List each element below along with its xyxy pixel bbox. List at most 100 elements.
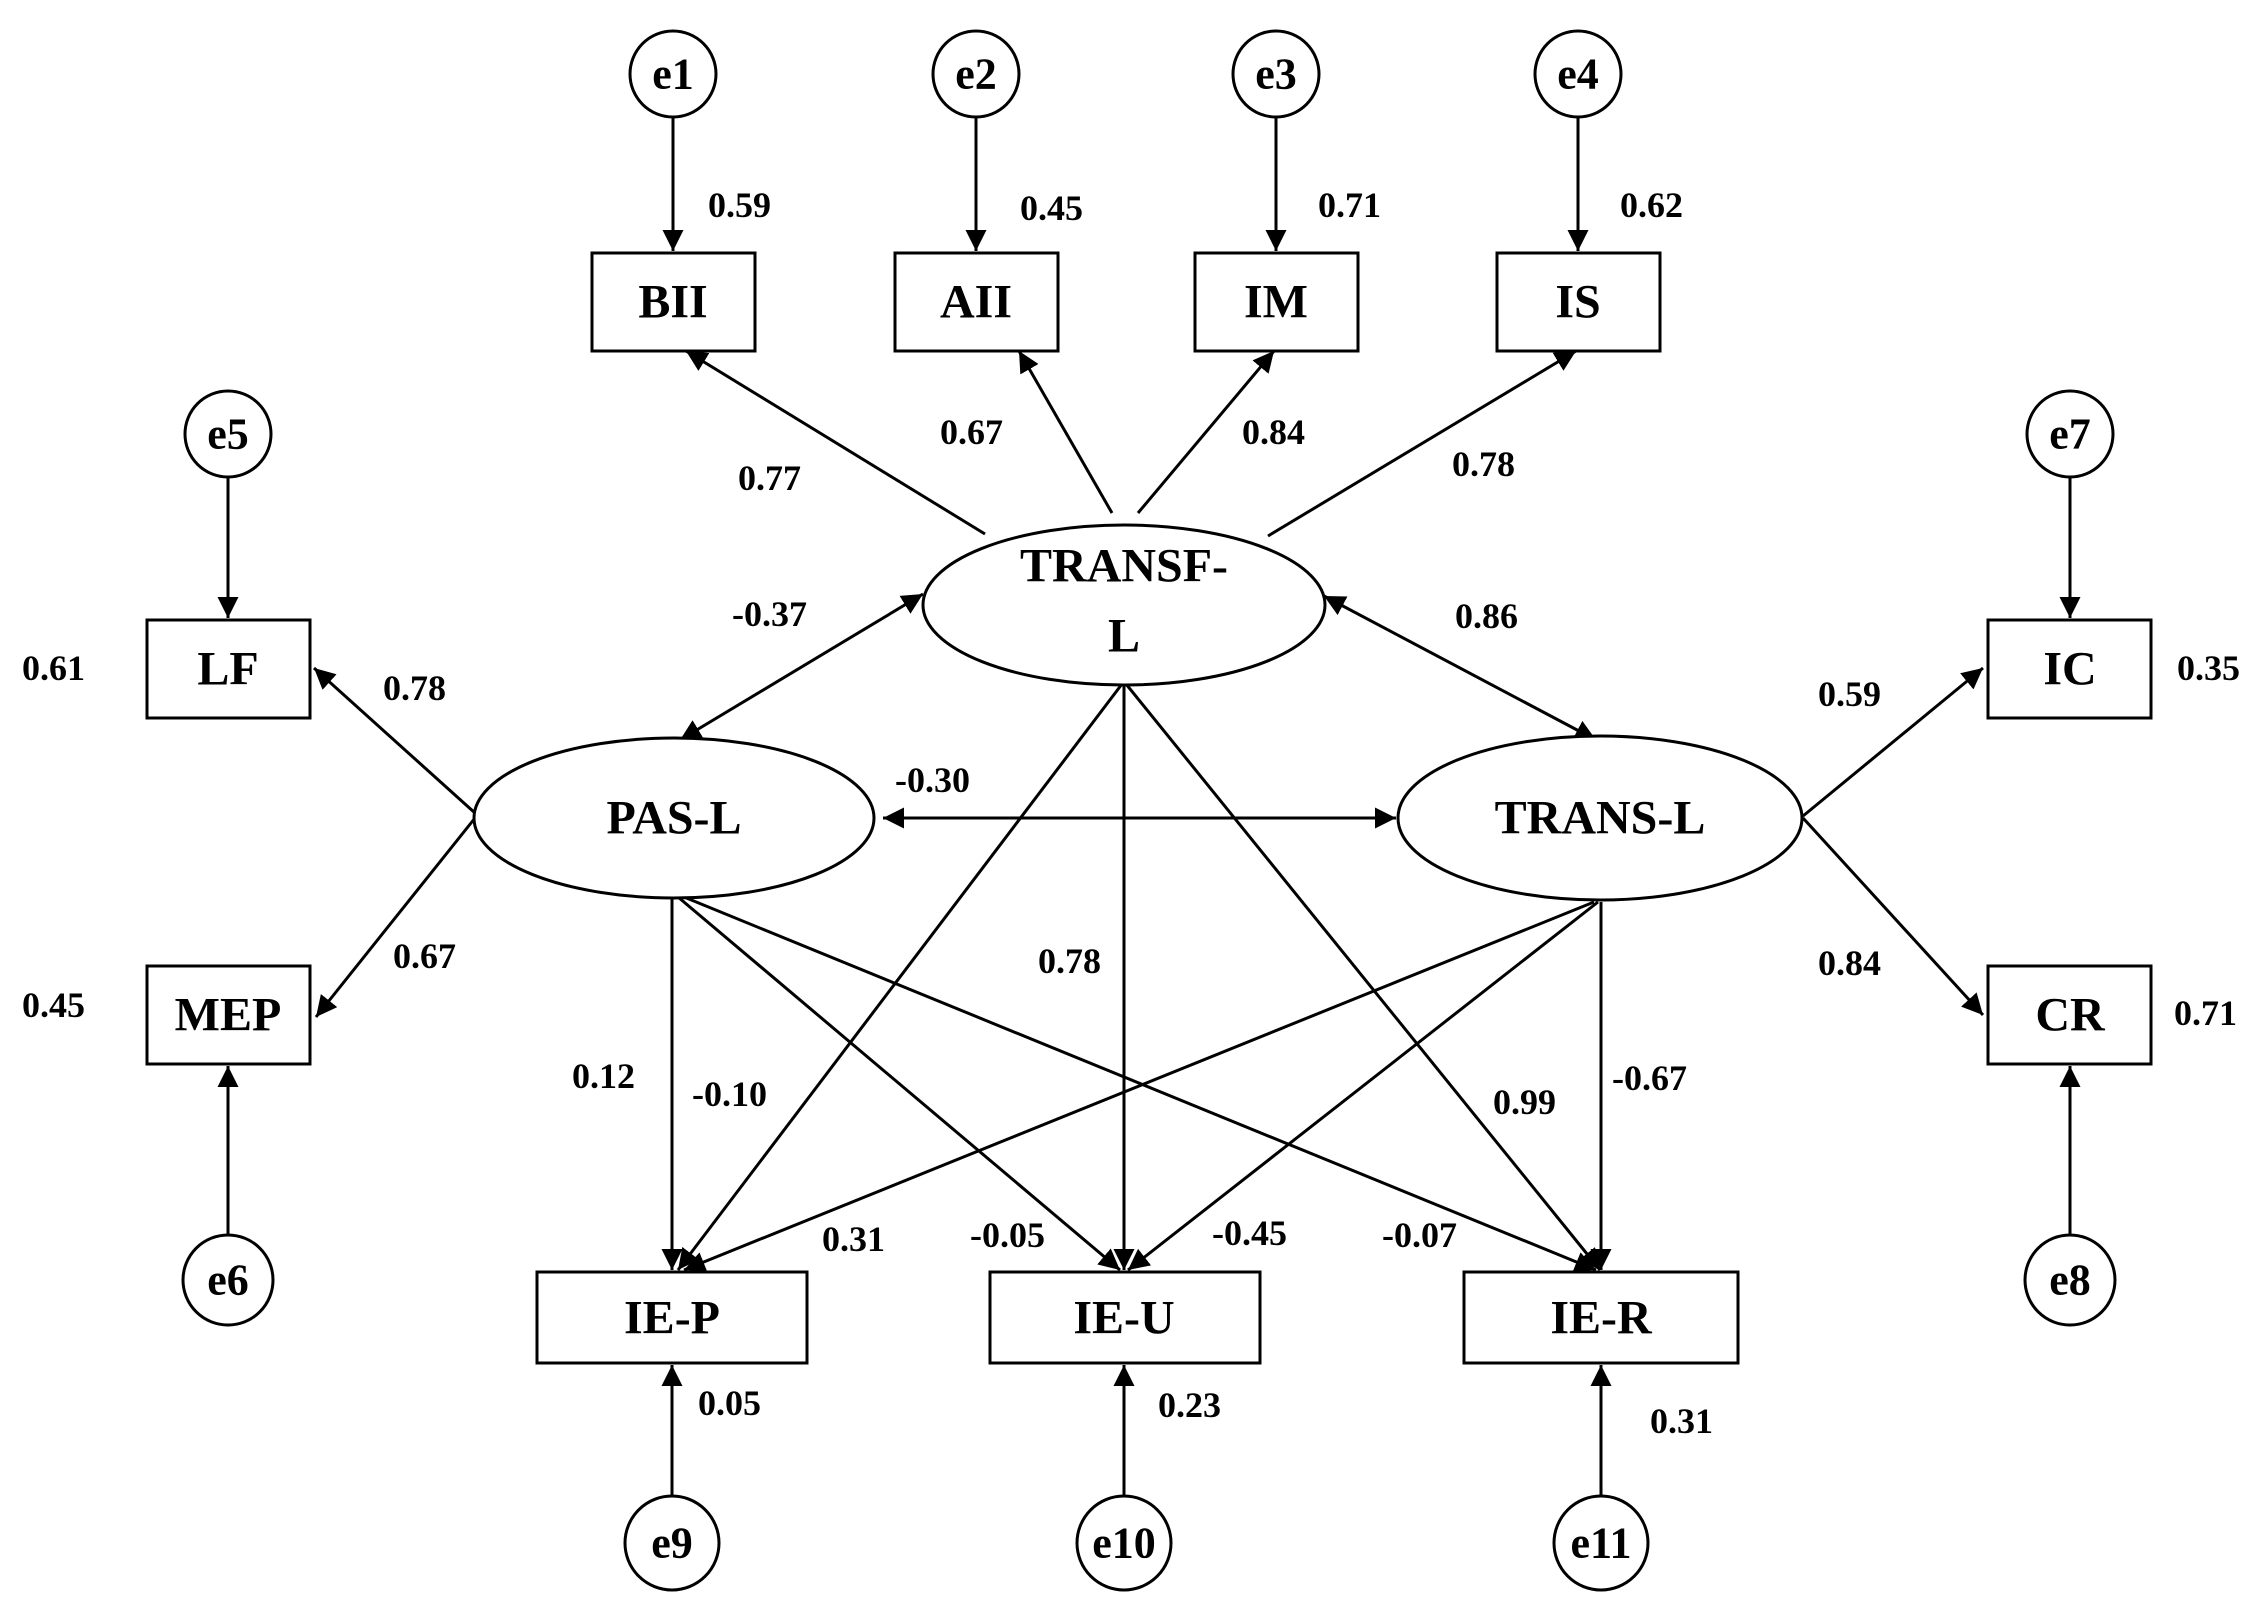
coef-trans-cr: 0.84 <box>1818 943 1881 983</box>
label-is: IS <box>1555 276 1600 329</box>
label-pas-l: PAS-L <box>606 792 741 845</box>
circle-e10 <box>1075 1494 1173 1592</box>
label-ieu: IE-U <box>1073 1292 1174 1345</box>
coef-transf-iep: -0.10 <box>692 1074 767 1114</box>
circle-e9 <box>623 1494 721 1592</box>
path-transf-aii <box>1017 350 1114 514</box>
label-im: IM <box>1244 276 1308 329</box>
box-bii <box>590 251 757 353</box>
label-transf-l-line2: L <box>1108 610 1140 663</box>
circle-e5 <box>183 389 273 479</box>
path-pas-lf <box>312 666 477 815</box>
label-trans-l: TRANS-L <box>1495 792 1706 845</box>
path-transf-iep <box>676 683 1124 1271</box>
path-transf-ier <box>1124 683 1602 1271</box>
box-mep <box>145 964 312 1066</box>
box-ier <box>1462 1270 1740 1365</box>
box-ieu <box>988 1270 1262 1365</box>
coef-transf-is: 0.78 <box>1452 444 1515 484</box>
path-transf-is <box>1267 349 1577 538</box>
path-pas-ieu <box>677 895 1121 1272</box>
path-transf-im <box>1136 350 1276 514</box>
box-is <box>1495 251 1662 353</box>
label-e5: e5 <box>207 410 249 459</box>
circle-e1 <box>628 29 718 119</box>
label-e1: e1 <box>652 50 694 99</box>
path-transf-bii <box>685 349 986 536</box>
error-nodes: e1 e2 e3 e4 e5 e6 e7 e8 e9 e10 e11 <box>181 29 2117 1592</box>
label-iep: IE-P <box>624 1292 720 1345</box>
coef-trans-ier: -0.67 <box>1612 1058 1687 1098</box>
coef-transf-ier: 0.99 <box>1493 1082 1556 1122</box>
indicator-nodes: BII AII IM IS LF MEP IC CR IE-P IE-U IE-… <box>145 251 2153 1365</box>
coef-r2-ic: 0.35 <box>2177 648 2240 688</box>
coef-r2-iep: 0.05 <box>698 1383 761 1423</box>
coef-cov-transf-trans: 0.86 <box>1455 596 1518 636</box>
cov-transf-pas <box>679 592 924 742</box>
label-cr: CR <box>2035 989 2106 1042</box>
coef-r2-aii: 0.45 <box>1020 188 1083 228</box>
ellipse-trans-l <box>1396 734 1804 902</box>
coef-r2-cr: 0.71 <box>2174 993 2237 1033</box>
error-paths <box>217 117 2081 1495</box>
coef-r2-bii: 0.59 <box>708 185 771 225</box>
path-trans-iep <box>683 900 1595 1272</box>
label-e11: e11 <box>1570 1519 1631 1568</box>
coef-cov-pas-trans: -0.30 <box>895 760 970 800</box>
path-pas-mep <box>314 817 477 1018</box>
coef-trans-ic: 0.59 <box>1818 674 1881 714</box>
box-cr <box>1986 964 2153 1066</box>
circle-e3 <box>1231 29 1321 119</box>
label-mep: MEP <box>175 989 282 1042</box>
coef-pas-lf: 0.78 <box>383 668 446 708</box>
coefficient-labels: 0.59 0.45 0.71 0.62 0.77 0.67 0.84 0.78 … <box>22 185 2240 1441</box>
loading-paths <box>312 349 1985 1018</box>
coef-trans-ieu: -0.45 <box>1212 1213 1287 1253</box>
circle-e2 <box>931 29 1021 119</box>
circle-e8 <box>2023 1233 2117 1327</box>
coef-transf-ieu: 0.78 <box>1038 941 1101 981</box>
coef-transf-bii: 0.77 <box>738 458 801 498</box>
label-e10: e10 <box>1092 1519 1156 1568</box>
box-ic <box>1986 618 2153 720</box>
coef-r2-mep: 0.45 <box>22 985 85 1025</box>
ellipse-pas-l <box>472 736 876 900</box>
structural-paths <box>661 683 1612 1272</box>
coef-r2-ieu: 0.23 <box>1158 1385 1221 1425</box>
covariance-paths <box>679 592 1597 829</box>
coef-transf-aii: 0.67 <box>940 412 1003 452</box>
coef-pas-ier: -0.07 <box>1382 1215 1457 1255</box>
coef-r2-lf: 0.61 <box>22 648 85 688</box>
coef-trans-iep: 0.31 <box>822 1219 885 1259</box>
path-pas-ier <box>683 895 1597 1272</box>
box-aii <box>893 251 1060 353</box>
path-trans-cr <box>1801 816 1985 1017</box>
label-bii: BII <box>638 276 707 329</box>
circle-e7 <box>2025 389 2115 479</box>
label-e7: e7 <box>2049 410 2091 459</box>
coef-r2-is: 0.62 <box>1620 185 1683 225</box>
coef-pas-ieu: -0.05 <box>970 1215 1045 1255</box>
label-transf-l-line1: TRANSF- <box>1020 540 1228 593</box>
label-e4: e4 <box>1557 50 1599 99</box>
label-e3: e3 <box>1255 50 1297 99</box>
box-im <box>1193 251 1360 353</box>
label-e9: e9 <box>651 1519 693 1568</box>
cov-transf-trans <box>1323 594 1597 742</box>
label-aii: AII <box>940 276 1012 329</box>
label-e8: e8 <box>2049 1256 2091 1305</box>
coef-cov-transf-pas: -0.37 <box>732 594 807 634</box>
coef-transf-im: 0.84 <box>1242 412 1305 452</box>
label-ier: IE-R <box>1550 1292 1653 1345</box>
label-e2: e2 <box>955 50 997 99</box>
box-lf <box>145 618 312 720</box>
circle-e4 <box>1533 29 1623 119</box>
label-e6: e6 <box>207 1256 249 1305</box>
label-ic: IC <box>2043 643 2096 696</box>
latent-nodes: TRANSF- L PAS-L TRANS-L <box>472 523 1804 902</box>
coef-pas-iep: 0.12 <box>572 1056 635 1096</box>
circle-e6 <box>181 1233 275 1327</box>
box-iep <box>535 1270 809 1365</box>
coef-r2-ier: 0.31 <box>1650 1401 1713 1441</box>
